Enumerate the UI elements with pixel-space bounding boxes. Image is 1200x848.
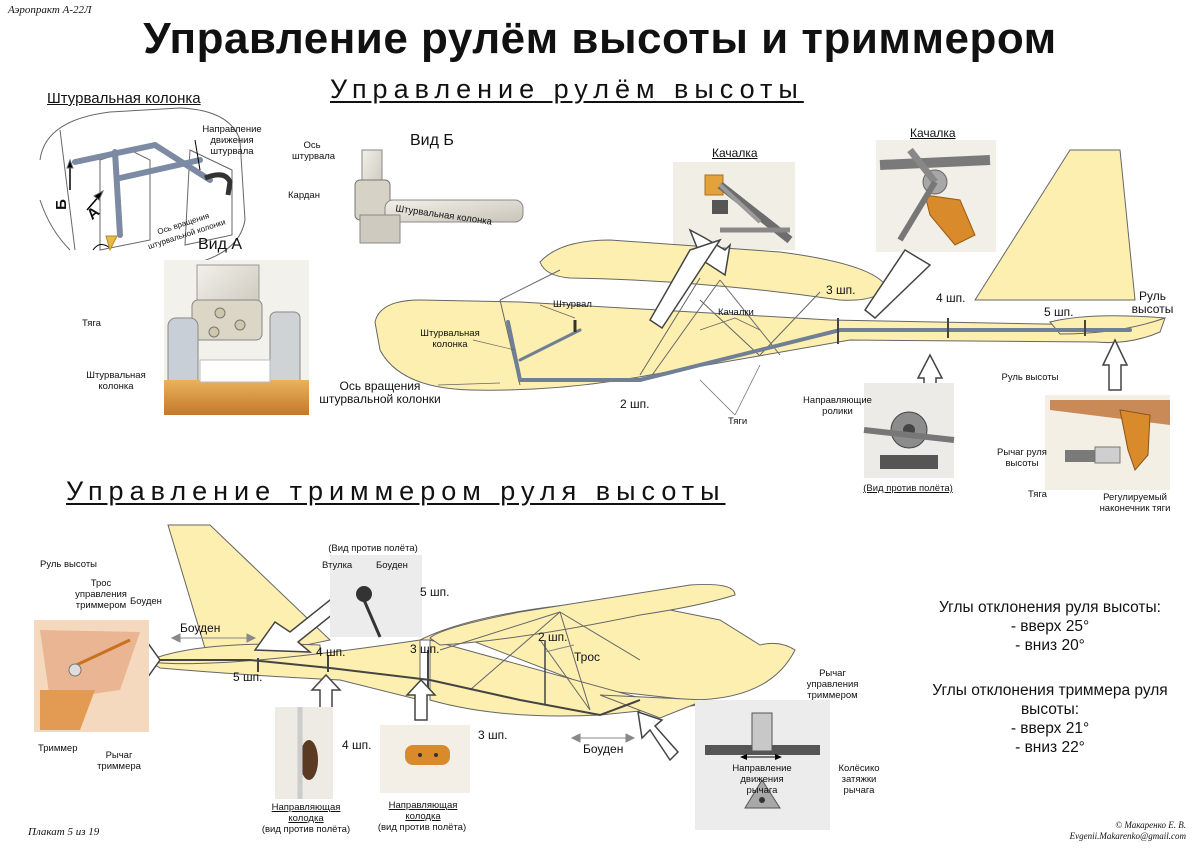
rocker-1-photo (673, 162, 795, 250)
lever-direction-label: Направление движения рычага (732, 763, 792, 796)
trim-angle-down: - вниз 22° (1015, 739, 1085, 756)
rollers-label: Направляющие ролики (803, 395, 872, 417)
author-email[interactable]: Evgenii.Makarenko@gmail.com (1069, 831, 1186, 841)
guide-2-frame-label: 3 шп. (478, 728, 508, 742)
elevator-angle-up: - вверх 25° (1010, 618, 1090, 635)
yoke-label: Штурвал (553, 299, 592, 310)
view-b-cardan-label: Кардан (288, 190, 320, 201)
trim-elevator-label: Руль высоты (40, 559, 97, 570)
trim-frame-2-label: 2 шп. (538, 630, 568, 644)
guide-1-label: Направляющая колодка (271, 802, 341, 824)
bushing-caption: (Вид против полёта) (328, 543, 418, 554)
trimmer-label: Триммер (38, 743, 78, 754)
direction-label: Направление движения штурвала (202, 124, 262, 157)
aircraft-tag: Аэропракт А-22Л (8, 4, 92, 16)
plane-column-label: Штурвальная колонка (420, 328, 480, 350)
trim-frame-5-label: 5 шп. (233, 670, 263, 684)
bushing-label: Втулка (322, 560, 353, 571)
view-a-title: Вид А (198, 236, 243, 253)
trim-frame-3-label: 3 шп. (410, 642, 440, 656)
view-b-photo (354, 149, 524, 245)
trim-lever-label: Рычаг триммера (97, 750, 141, 772)
frame-2-label: 2 шп. (620, 397, 650, 411)
rollers-caption: (Вид против полёта) (863, 483, 953, 494)
guide-2-view: (вид против полёта) (377, 822, 467, 833)
page-title: Управление рулём высоты и триммером (143, 14, 1057, 63)
tail-tip-label: Регулируемый наконечник тяги (1099, 492, 1171, 514)
guide-1-photo (275, 707, 333, 799)
rocker-2-photo (876, 140, 996, 252)
view-a-column-label: Штурвальная колонка (86, 370, 146, 392)
bushing-bowden-label: Боуден (376, 560, 408, 571)
section-elevator-title: Управление рулём высоты (330, 74, 804, 104)
guide-1-view: (вид против полёта) (261, 824, 351, 835)
frame-4-label: 4 шп. (936, 291, 966, 305)
author-name: © Макаренко Е. В. (1115, 820, 1186, 830)
section-trim-title: Управление триммером руля высоты (66, 476, 726, 506)
rocker-2-title: Качалка (910, 126, 956, 140)
rollers-photo (863, 383, 955, 478)
rocker-1-title: Качалка (712, 146, 758, 160)
view-b-title: Вид Б (410, 132, 454, 149)
tail-lever-label: Рычаг руля высоты (997, 447, 1047, 469)
tail-detail-photo (1045, 395, 1170, 490)
column-title: Штурвальная колонка (47, 90, 201, 107)
trim-tail-photo (34, 620, 149, 732)
frame-3-label: 3 шп. (826, 283, 856, 297)
trim-cable-label: Трос управления триммером (75, 578, 127, 611)
tail-rod-label: Тяга (1028, 489, 1047, 500)
tail-elevator-label: Руль высоты (1001, 372, 1059, 383)
elevator-label: Руль высоты (1131, 289, 1174, 316)
poster-number: Плакат 5 из 19 (28, 826, 100, 838)
author-block: © Макаренко Е. В. Evgenii.Makarenko@gmai… (1070, 820, 1186, 842)
cable-label: Трос (574, 650, 601, 664)
view-a-rod-label: Тяга (82, 318, 101, 329)
trim-frame-4-label: 4 шп. (316, 645, 346, 659)
angles-block: Углы отклонения руля высоты: - вверх 25°… (905, 598, 1195, 757)
trim-angles-title: Углы отклонения триммера руля высоты: (932, 682, 1168, 718)
bushing-frame-label: 5 шп. (420, 585, 450, 599)
elevator-angle-down: - вниз 20° (1015, 637, 1085, 654)
elevator-angles-title: Углы отклонения руля высоты: (939, 599, 1161, 616)
trim-bowden-label: Боуден (130, 596, 162, 607)
view-a-photo (164, 260, 309, 415)
bowden-2-label: Боуден (583, 742, 624, 756)
guide-2-label: Направляющая колодка (388, 800, 458, 822)
frame-5-label: 5 шп. (1044, 305, 1074, 319)
bushing-photo (330, 555, 422, 638)
guide-1-frame-label: 4 шп. (342, 738, 372, 752)
rockers-label: Качалки (718, 307, 754, 318)
trim-lever-photo (695, 700, 830, 830)
view-a-axis-label: Ось вращения штурвальной колонки (319, 379, 441, 406)
column-sketch (39, 107, 246, 263)
lever-wheel-label: Колёсико затяжки рычага (838, 763, 880, 796)
guide-2-photo (380, 725, 470, 793)
bowden-1-label: Боуден (180, 621, 221, 635)
view-b-axis-label: Ось штурвала (292, 140, 336, 162)
view-b-mark: Б (52, 199, 70, 210)
trim-control-lever-label: Рычаг управления триммером (806, 668, 859, 701)
airplane-elevator (374, 149, 1166, 416)
airplane-trim (117, 524, 796, 762)
rods-label: Тяги (728, 416, 748, 427)
trim-angle-up: - вверх 21° (1010, 720, 1090, 737)
